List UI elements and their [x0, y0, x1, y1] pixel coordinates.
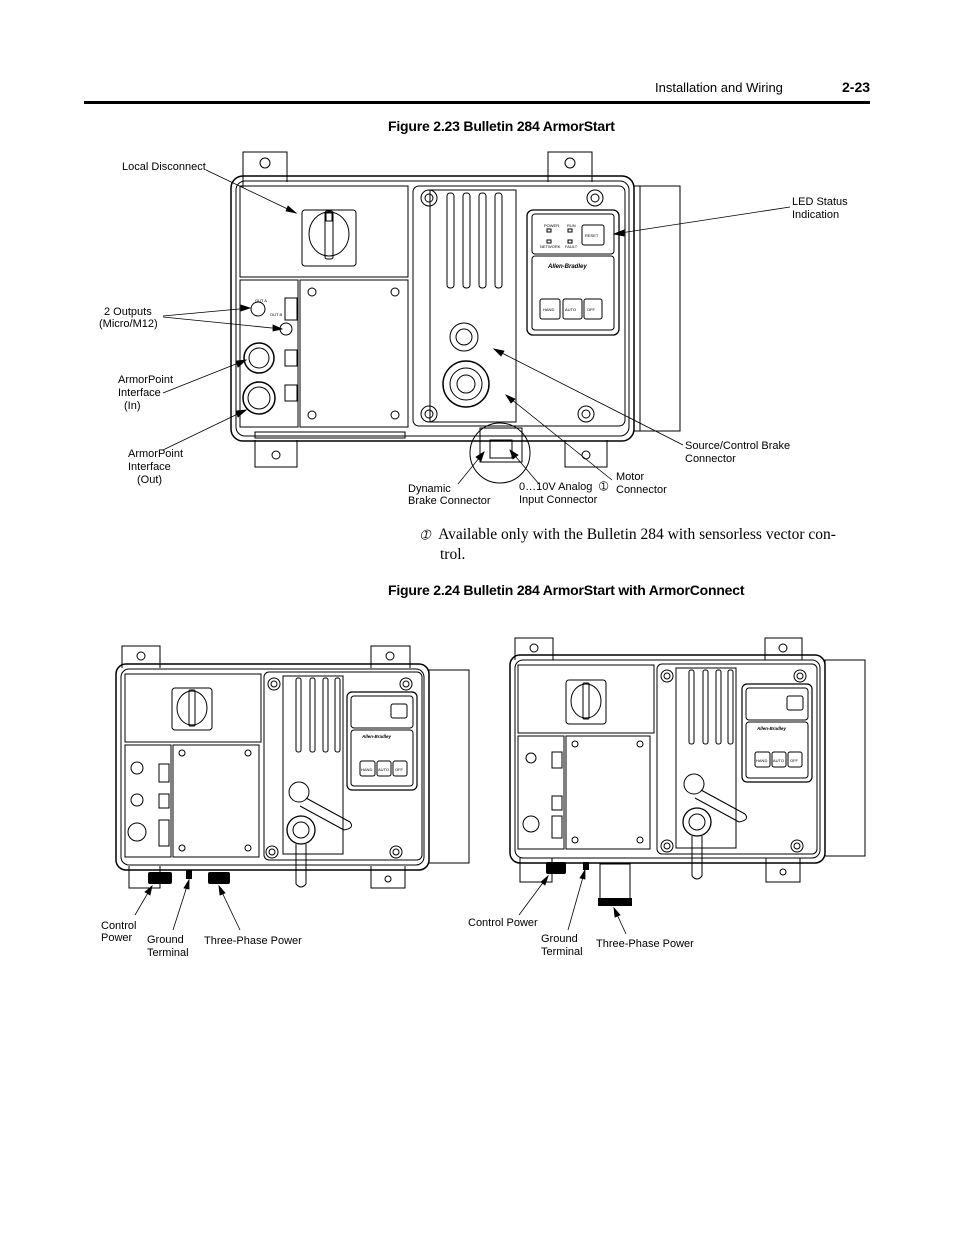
panel-power-text: POWER	[544, 223, 559, 228]
figure-2-23-title: Figure 2.23 Bulletin 284 ArmorStart	[388, 118, 615, 134]
fig2-right-ground-1: Ground	[541, 933, 578, 945]
footnote-text: Available only with the Bulletin 284 wit…	[438, 526, 836, 563]
label-dynamic-1: Dynamic	[408, 483, 451, 495]
label-ap-in-3: (In)	[124, 400, 141, 412]
page-number: 2-23	[842, 79, 871, 95]
running-header-section: Installation and Wiring	[655, 80, 783, 95]
label-outputs-2: (Micro/M12)	[99, 318, 158, 330]
label-analog-1: 0…10V Analog	[519, 481, 592, 493]
footnote-mark: ➀	[420, 528, 431, 542]
panel-network-text: NETWORK	[540, 244, 561, 249]
panel-fault-text: FAULT	[565, 244, 578, 249]
fig2-left-control-power-2: Power	[101, 932, 133, 944]
panel-off-text: OFF	[587, 307, 596, 312]
panel-out-a-text: OUT A	[255, 298, 267, 303]
panel-auto-text: AUTO	[565, 307, 576, 312]
panel-out-b-text: OUT B	[270, 312, 282, 317]
footnote: ➀ Available only with the Bulletin 284 wi…	[420, 525, 850, 564]
right-hand-text: HAND	[756, 758, 767, 763]
fig2-left-ground-2: Terminal	[147, 947, 189, 959]
label-brake-2: Connector	[685, 453, 736, 465]
label-ap-out-3: (Out)	[137, 474, 162, 486]
label-brake-1: Source/Control Brake	[685, 440, 790, 452]
label-ap-in-2: Interface	[118, 387, 161, 399]
label-motor-2: Connector	[616, 484, 667, 496]
left-off-text: OFF	[395, 767, 404, 772]
figure-2-24-title: Figure 2.24 Bulletin 284 ArmorStart with…	[388, 582, 745, 598]
left-brand-text: Allen-Bradley	[361, 734, 392, 739]
left-auto-text: AUTO	[378, 767, 389, 772]
label-led-status-1: LED Status	[792, 196, 848, 208]
label-analog-mark: ➀	[599, 481, 608, 493]
label-ap-in-1: ArmorPoint	[118, 374, 173, 386]
panel-run-text: RUN	[567, 223, 576, 228]
header-rule	[84, 101, 870, 104]
fig2-left-ground-1: Ground	[147, 934, 184, 946]
label-dynamic-2: Brake Connector	[408, 495, 491, 507]
left-hand-text: HAND	[361, 767, 372, 772]
label-ap-out-1: ArmorPoint	[128, 448, 183, 460]
fig2-right-three-phase: Three-Phase Power	[596, 938, 694, 950]
right-auto-text: AUTO	[773, 758, 784, 763]
panel-reset-text: RESET	[585, 233, 599, 238]
fig2-left-three-phase: Three-Phase Power	[204, 935, 302, 947]
label-outputs-1: 2 Outputs	[104, 306, 152, 318]
panel-brand-text: Allen-Bradley	[547, 264, 587, 270]
fig2-right-control-power: Control Power	[468, 917, 538, 929]
label-local-disconnect: Local Disconnect	[122, 161, 206, 173]
fig2-right-ground-2: Terminal	[541, 946, 583, 958]
right-off-text: OFF	[790, 758, 799, 763]
label-analog-2: Input Connector	[519, 494, 598, 506]
right-brand-text: Allen-Bradley	[756, 726, 787, 731]
label-motor-1: Motor	[616, 471, 644, 483]
label-ap-out-2: Interface	[128, 461, 171, 473]
panel-hand-text: HAND	[543, 307, 554, 312]
label-led-status-2: Indication	[792, 209, 839, 221]
fig2-left-control-power-1: Control	[101, 920, 136, 932]
